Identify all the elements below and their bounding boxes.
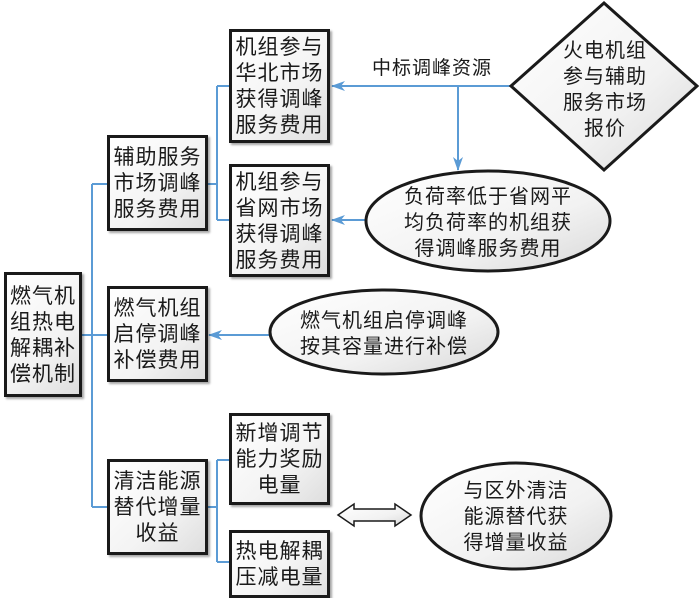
leaf-label: 新增调节 能力奖励 电量 [235, 421, 324, 497]
diamond-bidding [508, 0, 700, 173]
ellipse-startstop-label: 燃气机组启停调峰 按其容量进行补偿 [300, 308, 468, 358]
ellipse-clean-energy [419, 461, 613, 571]
edge-label-winning-resource: 中标调峰资源 [372, 57, 493, 79]
category-label: 燃气机组 启停调峰 补偿费用 [113, 296, 202, 372]
root-node-label: 燃气机 组热电 解耦补 偿机制 [10, 283, 76, 386]
ellipse-load-rate-label: 负荷率低于省网平 均负荷率的机组获 得调峰服务费用 [404, 184, 572, 260]
root-node: 燃气机 组热电 解耦补 偿机制 [4, 272, 82, 397]
ellipse-load-rate [364, 169, 612, 273]
leaf-north-china-market: 机组参与 华北市场 获得调峰 服务费用 [229, 29, 330, 143]
leaf-label: 机组参与 省网市场 获得调峰 服务费用 [235, 169, 324, 272]
category-label: 清洁能源 替代增量 收益 [113, 469, 202, 545]
ellipse-clean-energy-label: 与区外清洁 能源替代获 得增量收益 [463, 478, 569, 554]
leaf-decoupling-reduction: 热电解耦 压减电量 [229, 530, 330, 598]
leaf-provincial-market: 机组参与 省网市场 获得调峰 服务费用 [229, 164, 330, 277]
leaf-label: 热电解耦 压减电量 [235, 539, 324, 589]
leaf-label: 机组参与 华北市场 获得调峰 服务费用 [235, 35, 324, 137]
leaf-new-capacity-reward: 新增调节 能力奖励 电量 [229, 413, 330, 505]
category-ancillary-service: 辅助服务 市场调峰 服务费用 [107, 135, 208, 231]
connector-clean-leaves [208, 459, 229, 563]
category-clean-energy-gain: 清洁能源 替代增量 收益 [107, 459, 208, 555]
double-arrow-icon [336, 502, 413, 528]
connector-ancillary-leaves [208, 85, 229, 221]
category-label: 辅助服务 市场调峰 服务费用 [113, 145, 202, 221]
diamond-label: 火电机组 参与辅助 服务市场 报价 [563, 38, 647, 140]
connector-root-trunk [82, 184, 93, 507]
category-startstop-compensation: 燃气机组 启停调峰 补偿费用 [107, 286, 208, 382]
ellipse-startstop [268, 288, 500, 376]
